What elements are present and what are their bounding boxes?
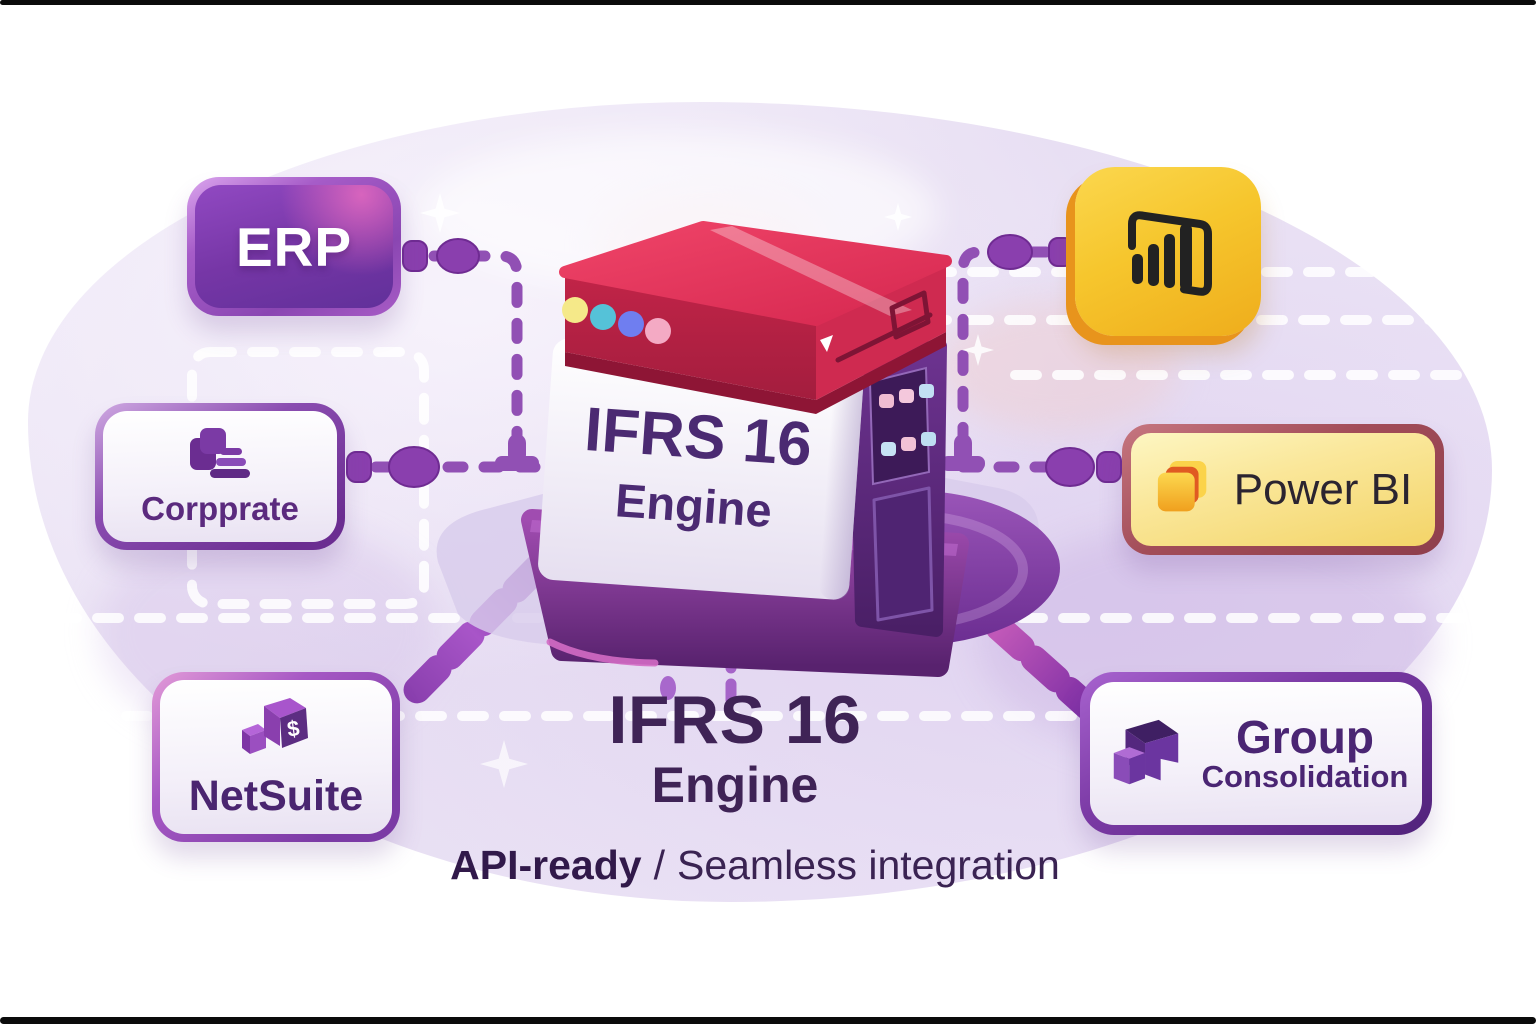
api-tagline: API-ready/Seamless integration <box>360 842 1150 889</box>
corporate-node: Corpprate <box>95 403 345 550</box>
connector-beads <box>346 234 1122 700</box>
engine-caption: IFRS 16 Engine <box>430 686 1040 810</box>
powerbi-label: Power BI <box>1233 464 1413 514</box>
cursor-arrow-icon <box>820 335 833 352</box>
powerbi-tile-node <box>1075 167 1261 336</box>
erp-node: ERP <box>187 177 401 316</box>
corporate-icon <box>190 427 250 478</box>
engine-side-panel <box>849 339 947 637</box>
group-consolidation-node: Group Consolidation <box>1080 672 1432 835</box>
connector-powerbi-tile <box>957 246 1052 449</box>
powerbi-logo-icon <box>1128 210 1212 296</box>
api-tagline-bold: API-ready <box>450 842 642 888</box>
svg-text:$: $ <box>285 715 301 741</box>
powerbi-node: Power BI <box>1122 424 1444 555</box>
erp-label: ERP <box>235 215 353 278</box>
netsuite-cube-icon: $ <box>242 697 308 754</box>
group-label-line1: Group <box>1236 711 1374 764</box>
api-tagline-regular: Seamless integration <box>676 842 1060 888</box>
engine-red-top <box>559 221 952 414</box>
engine-indicator-squares <box>879 384 936 456</box>
engine-front-label-line2: Engine <box>614 473 774 537</box>
powerbi-cube-icon <box>1157 460 1207 511</box>
engine-slot <box>835 312 933 363</box>
engine-port-square <box>889 290 931 340</box>
group-label-line2: Consolidation <box>1201 759 1409 795</box>
api-tagline-separator: / <box>653 842 665 888</box>
engine-front-label-line1: IFRS 16 <box>582 395 814 480</box>
netsuite-label: NetSuite <box>188 771 364 820</box>
connector-erp <box>428 250 523 449</box>
ifrs-engine-device: IFRS 16 Engine <box>436 221 1060 677</box>
top-letterbox-bar <box>0 0 1536 5</box>
engine-caption-title: IFRS 16 <box>608 682 862 758</box>
bottom-letterbox-bar <box>0 1017 1536 1024</box>
engine-caption-subtitle: Engine <box>651 757 819 813</box>
engine-front-panel: IFRS 16 Engine <box>538 338 865 600</box>
netsuite-node: $ NetSuite <box>152 672 400 842</box>
corporate-label: Corpprate <box>141 489 299 527</box>
engine-status-dots <box>562 297 671 344</box>
group-cube-icon <box>1113 719 1178 784</box>
